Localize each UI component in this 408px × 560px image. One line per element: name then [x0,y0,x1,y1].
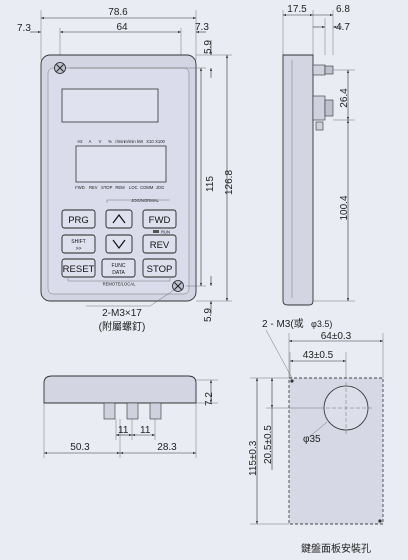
prg-key[interactable]: PRG [61,209,96,229]
status-label-5: COMM [140,185,154,190]
dim-depth-total: 17.5 [287,4,307,15]
dim-hole-y: 20.5±0.5 [263,425,274,464]
bottom-body [43,375,197,404]
svg-text:DATA: DATA [112,270,125,276]
svg-text:FUNC: FUNC [112,263,126,269]
dim-pitch-a: 11 [118,425,129,436]
bottom-view: 7.2 11 11 50.3 28.3 [43,375,218,458]
side-view: 17.5 6.8 4.7 26.4 100.4 [282,4,355,306]
indicator-label-2: V [99,139,102,144]
status-label-1: REV [89,185,98,190]
dim-left-margin: 7.3 [17,23,31,34]
screw-top-left-icon [54,62,66,74]
screw-note: 2-M3×17 [102,308,142,319]
indicator-label-3: % [108,139,112,144]
led-display [75,145,167,183]
cutout-caption: 鍵盤面板安裝孔 [301,542,371,555]
dim-cutout-width: 64±0.3 [321,331,352,342]
indicator-label-6: kW [137,139,143,144]
svg-text:REV: REV [150,240,170,251]
shift-key[interactable]: SHIFT >> [61,234,96,254]
dim-top-offset: 5.9 [203,40,214,54]
svg-text:RESET: RESET [63,264,95,275]
svg-text:SHIFT: SHIFT [71,239,85,245]
dim-pitch-b: 11 [140,425,151,436]
dim-bottom-left: 50.3 [70,442,90,453]
lcd-window [61,88,159,123]
svg-text:PRG: PRG [68,215,89,226]
indicator-label-8: X100 [155,139,165,144]
screw-bottom-right-icon [172,280,184,292]
dim-hole-diameter: φ35 [303,434,321,445]
status-label-2: STOP [101,185,113,190]
stop-key[interactable]: STOP [142,258,177,278]
dim-connector-height: 26.4 [339,88,350,108]
dim-depth-a: 6.8 [336,4,350,15]
dim-inner-width: 64 [116,22,128,33]
status-label-0: FWD [75,185,85,190]
remote-local-label: REMOTE/LOCAL [103,282,136,287]
side-body [282,54,314,306]
dim-overall-height: 126.8 [224,170,235,195]
hole-note-phi: φ3.5) [311,319,332,329]
indicator-label-7: X10 [146,139,154,144]
dim-bottom-height: 7.2 [204,392,215,406]
indicator-label-4: r/min [115,139,125,144]
svg-text:>>: >> [76,246,82,252]
func-data-key[interactable]: FUNC DATA [101,258,136,278]
svg-text:RUN: RUN [161,230,170,235]
jog-normal-label: JOG/NORMAL [131,198,159,203]
indicator-label-5: m/min [124,139,136,144]
fwd-key[interactable]: FWD [142,209,177,229]
dim-bottom-offset: 5.9 [203,308,214,322]
dim-right-margin: 7.3 [195,22,209,33]
up-key[interactable] [105,209,133,229]
svg-text:FWD: FWD [149,215,171,226]
chevron-up-icon [112,214,126,224]
indicator-label-0: Hz [77,139,82,144]
rev-key[interactable]: REV [142,234,177,254]
dim-bottom-right: 28.3 [157,442,177,453]
screw-note-attached: (附屬螺釘) [99,320,146,333]
dim-inner-height: 115 [205,176,216,192]
svg-text:STOP: STOP [147,264,173,275]
dim-depth-b: 4.7 [336,22,350,33]
reset-key[interactable]: RESET [61,258,96,278]
panel-cutout: 2 - M3(或 φ3.5) 64±0.3 43±0.5 φ35 115±0.3… [248,318,384,555]
dim-overall-width: 78.6 [108,7,128,18]
status-label-3: REM [115,185,125,190]
status-label-4: LOC [129,185,138,190]
run-indicator: RUN [153,230,170,235]
status-label-6: JOG [156,185,165,190]
down-key[interactable] [105,234,133,254]
dim-hole-x: 43±0.5 [303,350,334,361]
dim-cutout-height: 115±0.3 [248,440,259,476]
dim-lower-height: 100.4 [339,195,350,220]
chevron-down-icon [112,239,126,249]
indicator-label-1: A [89,139,92,144]
hole-note: 2 - M3(或 [262,318,304,330]
